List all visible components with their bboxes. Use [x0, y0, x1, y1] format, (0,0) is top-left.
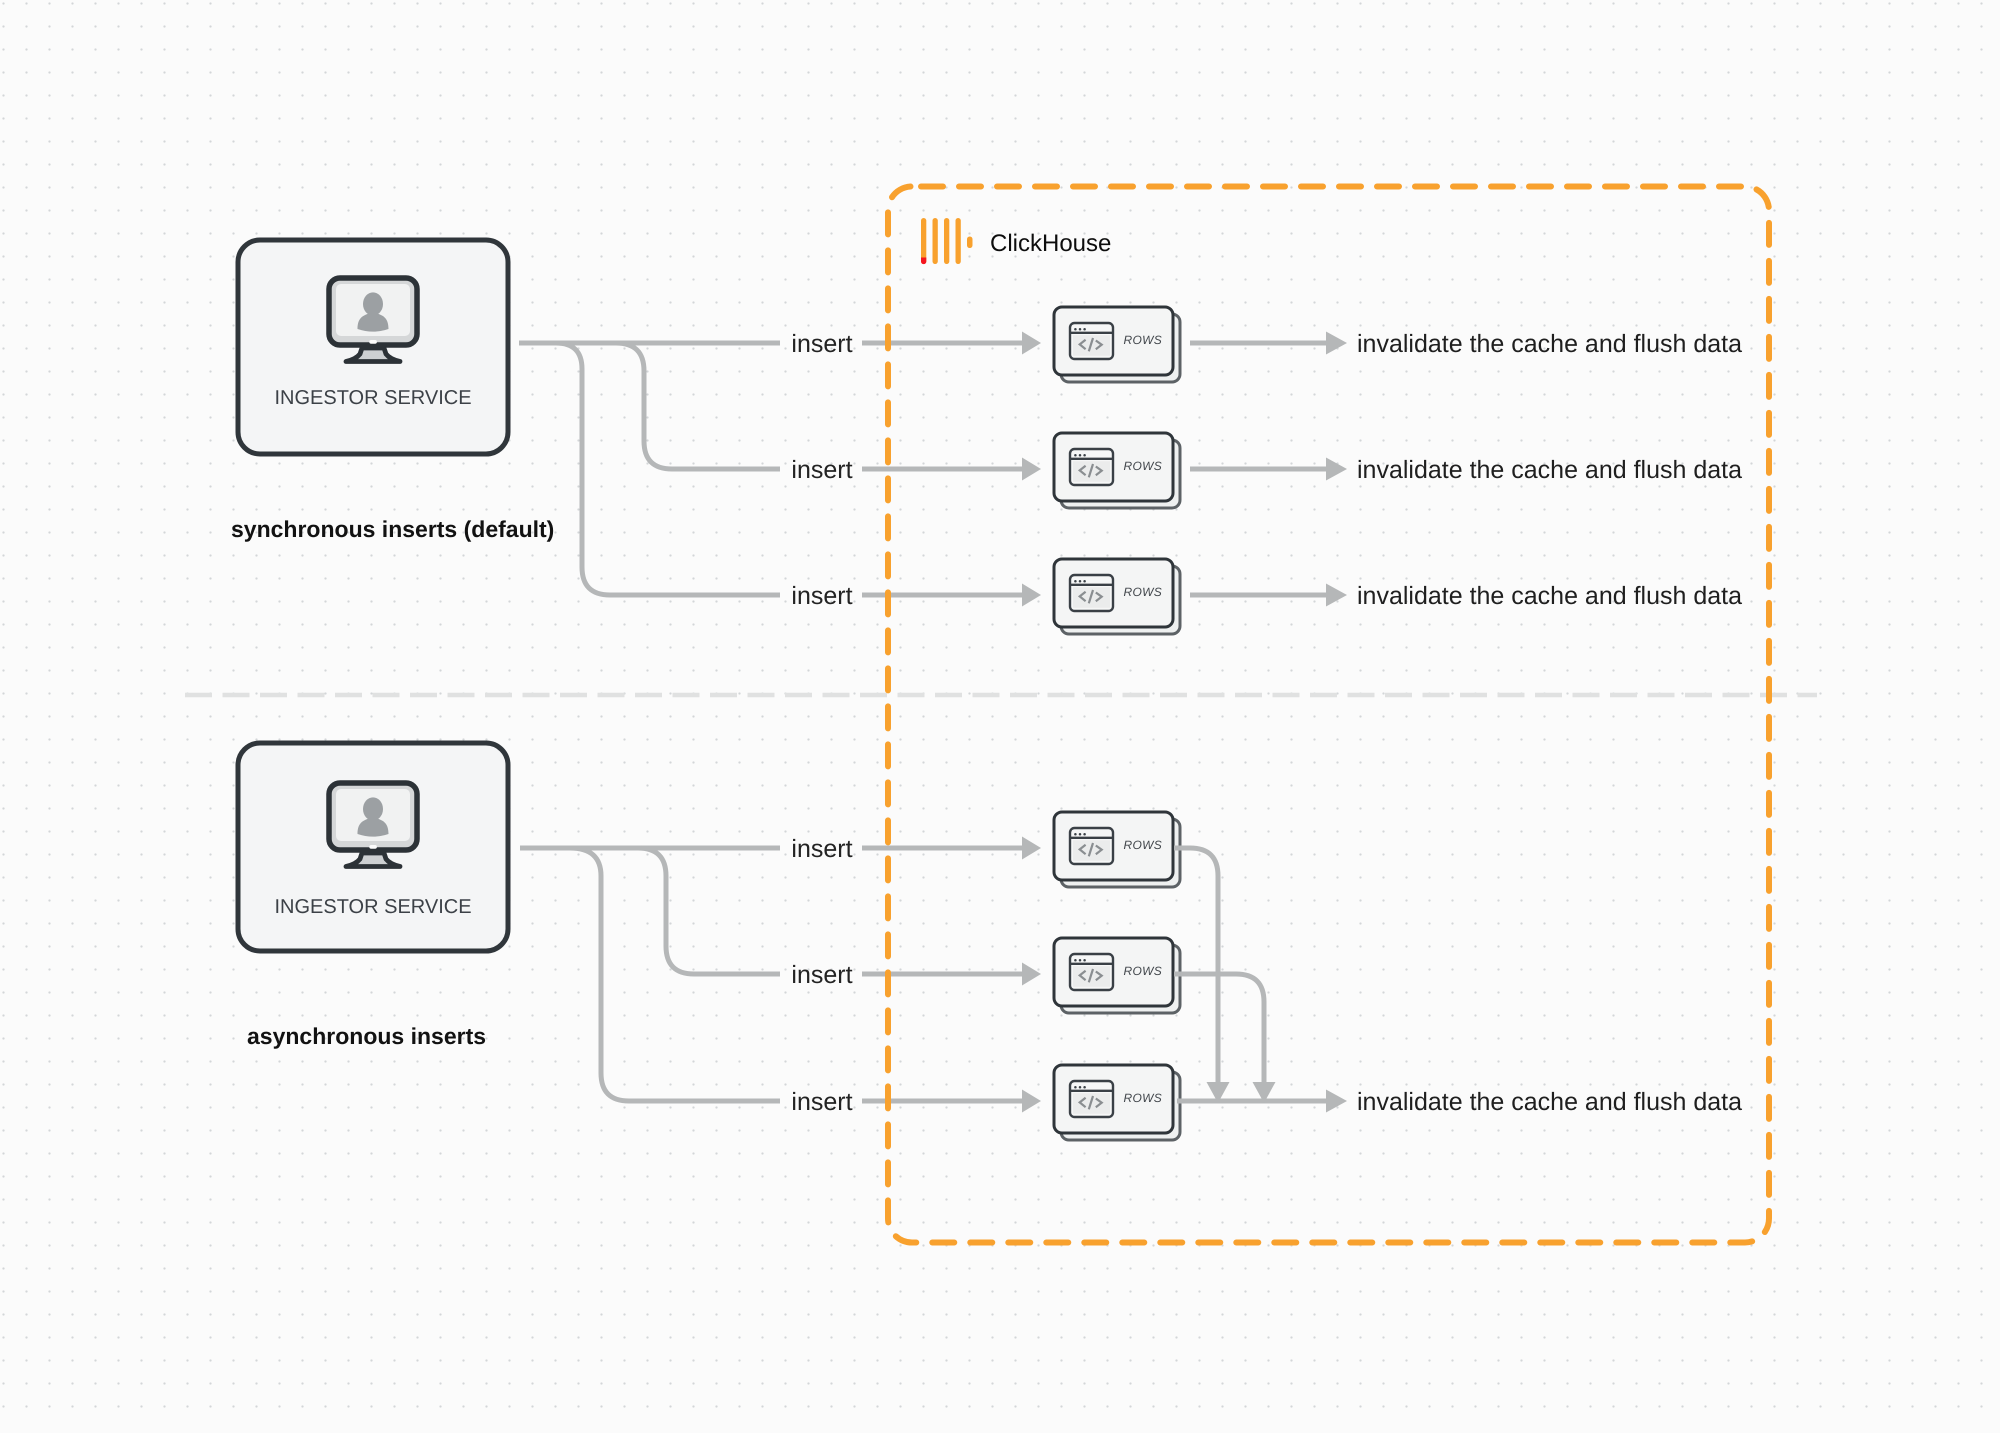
svg-text:invalidate the cache and flush: invalidate the cache and flush data [1357, 582, 1742, 610]
svg-text:invalidate the cache and flush: invalidate the cache and flush data [1357, 456, 1742, 484]
svg-text:asynchronous inserts: asynchronous inserts [247, 1023, 486, 1049]
svg-text:synchronous inserts (default): synchronous inserts (default) [231, 516, 554, 542]
svg-text:insert: insert [791, 835, 852, 863]
svg-text:invalidate the cache and flush: invalidate the cache and flush data [1357, 1088, 1742, 1116]
svg-text:insert: insert [791, 582, 852, 610]
svg-text:INGESTOR SERVICE: INGESTOR SERVICE [274, 896, 471, 918]
svg-text:insert: insert [791, 456, 852, 484]
svg-text:insert: insert [791, 330, 852, 358]
svg-text:ClickHouse: ClickHouse [990, 230, 1111, 257]
svg-text:invalidate the cache and flush: invalidate the cache and flush data [1357, 330, 1742, 358]
svg-text:insert: insert [791, 961, 852, 989]
svg-text:INGESTOR SERVICE: INGESTOR SERVICE [274, 387, 471, 409]
svg-text:insert: insert [791, 1088, 852, 1116]
